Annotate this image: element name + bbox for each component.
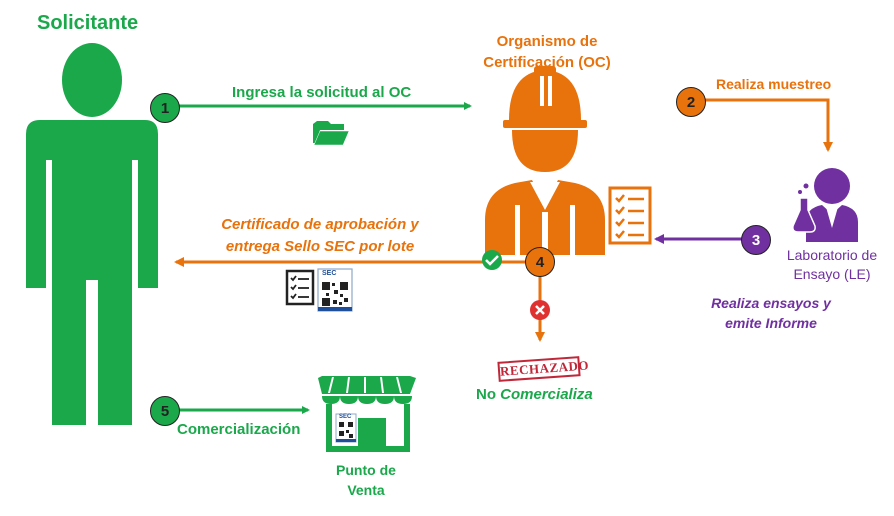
step-4-label-line2: entrega Sello SEC por lote (225, 238, 415, 255)
certificate-icon (285, 269, 315, 306)
arrow-step-2 (700, 98, 833, 152)
lab-title-line1: Laboratorio de (786, 247, 878, 263)
rejected-x-icon (530, 300, 550, 320)
step-4-label: Certificado de aprobación y entrega Sell… (200, 214, 440, 258)
store-title-line2: Venta (347, 482, 385, 498)
step-3-label: Realiza ensayos y emite Informe (696, 293, 846, 333)
oc-title: Organismo de Certificación (OC) (466, 31, 628, 73)
approved-check-icon (482, 250, 502, 270)
lab-title-line2: Ensayo (LE) (793, 266, 871, 282)
step-3-badge: 3 (741, 225, 771, 255)
oc-title-line1: Organismo de (496, 33, 598, 50)
folder-icon (313, 121, 350, 146)
no-comercializa-label: No Comercializa (476, 386, 593, 403)
no-comercializa-prefix: No (476, 386, 501, 403)
oc-title-line2: Certificación (OC) (483, 54, 611, 71)
step-1-label: Ingresa la solicitud al OC (232, 84, 412, 101)
store-icon (318, 376, 416, 452)
step-5-badge: 5 (150, 396, 180, 426)
oc-checklist-icon (608, 186, 652, 245)
step-3-label-line2: emite Informe (725, 315, 817, 331)
solicitante-title: Solicitante (37, 12, 139, 34)
store-sign-text: SEC (339, 414, 352, 420)
step-3-label-line1: Realiza ensayos y (711, 295, 831, 311)
sec-qr-label-icon (317, 268, 353, 312)
solicitante-person-icon (26, 43, 158, 425)
step-4-badge: 4 (525, 247, 555, 277)
store-title-line1: Punto de (336, 462, 396, 478)
step-5-label: Comercialización (177, 421, 301, 438)
oc-worker-icon (485, 66, 605, 255)
sec-label-text: SEC (322, 270, 337, 277)
lab-scientist-icon (792, 168, 858, 242)
step-1-badge: 1 (150, 93, 180, 123)
no-comercializa-em: Comercializa (500, 386, 593, 403)
step-2-label: Realiza muestreo (716, 76, 832, 92)
step-4-label-line1: Certificado de aprobación y (221, 216, 419, 233)
store-title: Punto de Venta (316, 460, 416, 500)
lab-title: Laboratorio de Ensayo (LE) (770, 246, 894, 284)
step-2-badge: 2 (676, 87, 706, 117)
